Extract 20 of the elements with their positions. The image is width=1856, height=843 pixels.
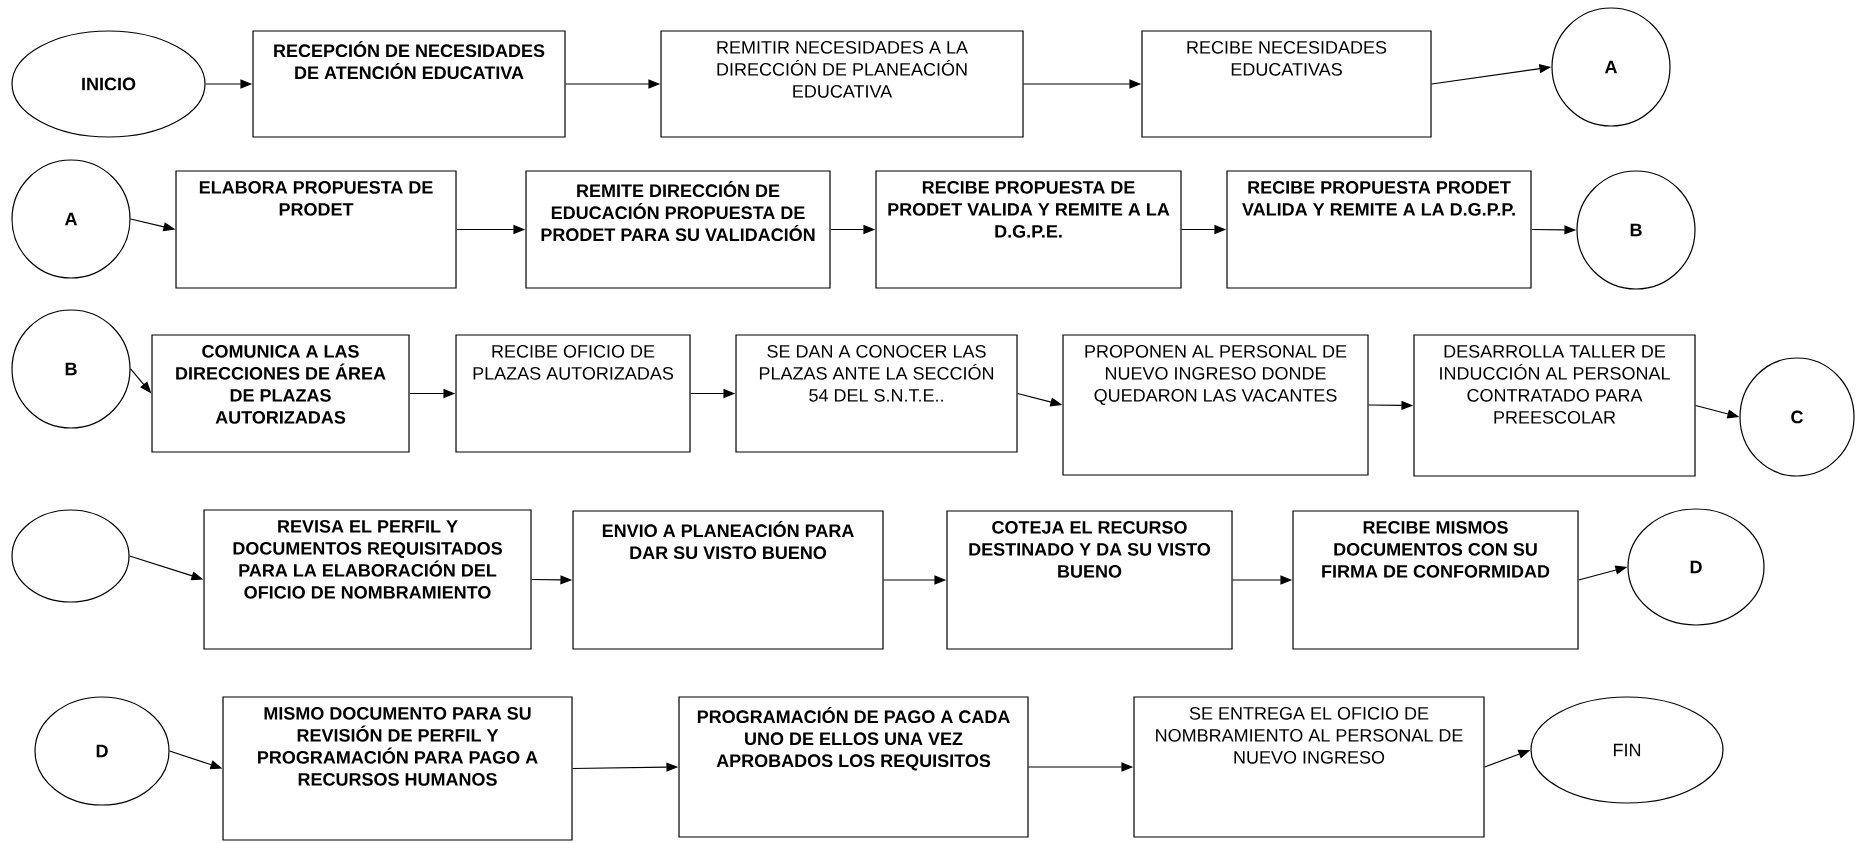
- process-box: PROGRAMACIÓN DE PAGO A CADA UNO DE ELLOS UNA VEZ APROBADOS LOS REQUISITOS: [678, 696, 1029, 838]
- process-box: ENVIO A PLANEACIÓN PARA DAR SU VISTO BUENO: [572, 510, 884, 650]
- process-box: COMUNICA A LAS DIRECCIONES DE ÁREA DE PLAZAS AUTORIZADAS: [151, 334, 410, 453]
- process-box: SE DAN A CONOCER LAS PLAZAS ANTE LA SECCIÓN 54 DEL S.N.T.E..: [735, 334, 1018, 453]
- process-box: MISMO DOCUMENTO PARA SU REVISIÓN DE PERFIL Y PROGRAMACIÓN PARA PAGO A RECURSOS HUMANOS: [222, 696, 573, 841]
- process-box: REMITE DIRECCIÓN DE EDUCACIÓN PROPUESTA DE PRODET PARA SU VALIDACIÓN: [525, 170, 831, 289]
- process-box: RECIBE OFICIO DE PLAZAS AUTORIZADAS: [455, 334, 691, 453]
- process-box: SE ENTREGA EL OFICIO DE NOMBRAMIENTO AL PERSONAL DE NUEVO INGRESO: [1133, 696, 1485, 838]
- process-box: RECIBE NECESIDADES EDUCATIVAS: [1141, 30, 1432, 138]
- process-box: DESARROLLA TALLER DE INDUCCIÓN AL PERSONAL CONTRATADO PARA PREESCOLAR: [1413, 334, 1696, 477]
- process-box: REMITIR NECESIDADES A LA DIRECCIÓN DE PLANEACIÓN EDUCATIVA: [660, 30, 1024, 138]
- process-box: PROPONEN AL PERSONAL DE NUEVO INGRESO DONDE QUEDARON LAS VACANTES: [1062, 334, 1369, 476]
- process-box: RECIBE MISMOS DOCUMENTOS CON SU FIRMA DE CONFORMIDAD: [1292, 510, 1579, 650]
- process-box: COTEJA EL RECURSO DESTINADO Y DA SU VISTO BUENO: [946, 510, 1233, 650]
- process-box: RECEPCIÓN DE NECESIDADES DE ATENCIÓN EDUCATIVA: [252, 30, 566, 138]
- process-box: REVISA EL PERFIL Y DOCUMENTOS REQUISITADOS PARA LA ELABORACIÓN DEL OFICIO DE NOMBRAMIENTO: [203, 509, 532, 650]
- empty-ellipse: [11, 509, 130, 603]
- process-box: ELABORA PROPUESTA DE PRODET: [175, 170, 457, 289]
- process-box: RECIBE PROPUESTA PRODET VALIDA Y REMITE A LA D.G.P.P.: [1226, 170, 1532, 289]
- process-box: RECIBE PROPUESTA DE PRODET VALIDA Y REMITE A LA D.G.P.E.: [875, 170, 1182, 289]
